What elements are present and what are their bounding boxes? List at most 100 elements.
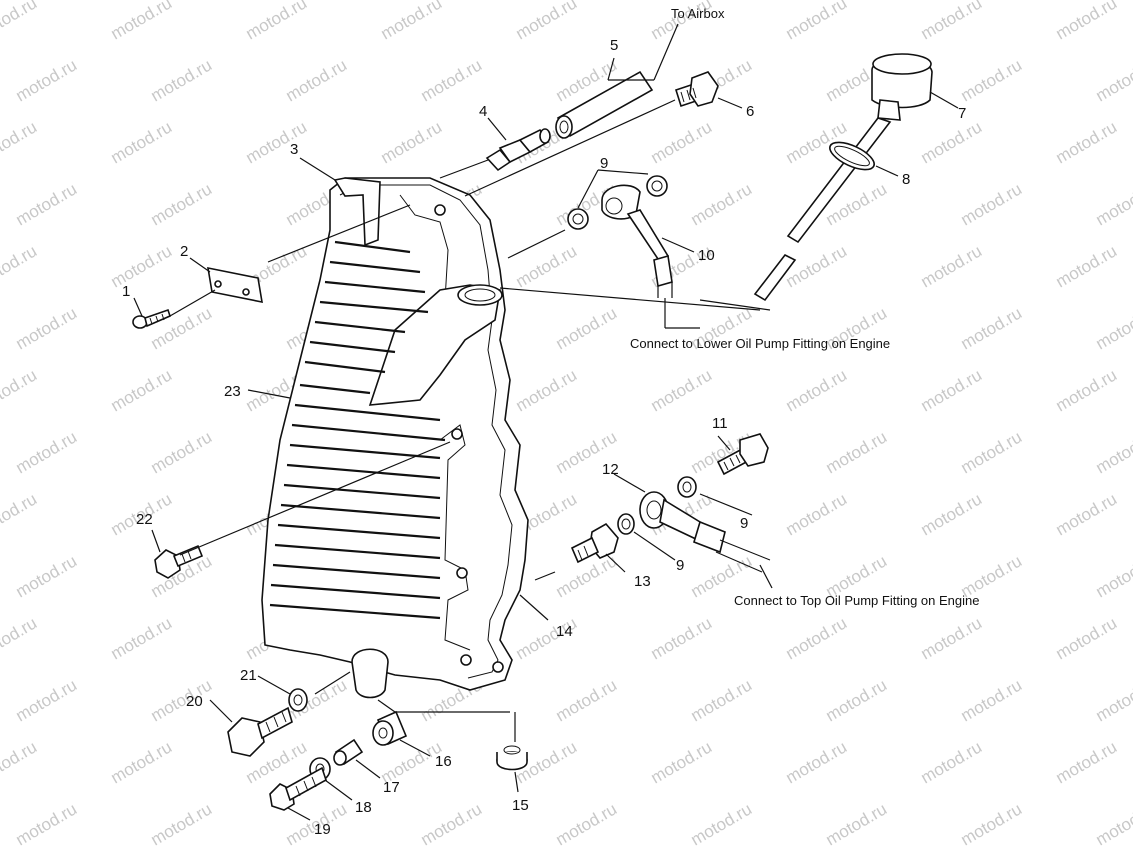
part-label-9-right: 9 [740, 515, 748, 532]
watermark-text: motod.ru [1093, 675, 1133, 725]
watermark-text: motod.ru [148, 55, 216, 105]
watermark-text: motod.ru [513, 0, 581, 43]
washer-part-21 [288, 688, 308, 712]
watermark-text: motod.ru [148, 799, 216, 849]
screw-part-1 [132, 308, 171, 329]
plug-part-16 [372, 710, 408, 746]
bolt-part-20 [227, 706, 293, 757]
watermark-text: motod.ru [918, 613, 986, 663]
watermark-text: motod.ru [1053, 241, 1121, 291]
part-label-3: 3 [290, 141, 298, 158]
watermark-text: motod.ru [13, 675, 81, 725]
part-label-12: 12 [602, 461, 619, 478]
o-ring-part-8 [829, 141, 875, 171]
watermark-text: motod.ru [13, 55, 81, 105]
note-top-oil-pump: Connect to Top Oil Pump Fitting on Engin… [734, 593, 979, 608]
watermark-text: motod.ru [513, 241, 581, 291]
watermark-text: motod.ru [648, 365, 716, 415]
tank-ribs [269, 240, 446, 620]
watermark-text: motod.ru [918, 0, 986, 43]
part-label-14: 14 [556, 623, 573, 640]
watermark-text: motod.ru [148, 675, 216, 725]
watermark-text: motod.ru [1053, 489, 1121, 539]
watermark-text: motod.ru [958, 675, 1026, 725]
watermark-text: motod.ru [958, 427, 1026, 477]
part-label-4: 4 [479, 103, 487, 120]
washer-part-9-upper [567, 175, 668, 230]
watermark-text: motod.ru [648, 737, 716, 787]
watermark-text: motod.ru [688, 799, 756, 849]
watermark-text: motod.ru [243, 117, 311, 167]
watermark-text: motod.ru [918, 489, 986, 539]
watermark-text: motod.ru [513, 365, 581, 415]
watermark-text: motod.ru [0, 117, 40, 167]
watermark-text: motod.ru [148, 179, 216, 229]
part-label-7: 7 [958, 105, 966, 122]
watermark-text: motod.ru [958, 179, 1026, 229]
part-label-18: 18 [355, 799, 372, 816]
dipstick-cap-part-7 [871, 53, 933, 121]
watermark-text: motod.ru [823, 675, 891, 725]
banjo-fitting-part-12 [639, 491, 771, 573]
watermark-text: motod.ru [108, 241, 176, 291]
watermark-text: motod.ru [553, 303, 621, 353]
leader-lines [133, 23, 959, 821]
dipstick-rod [753, 117, 892, 302]
watermark-text: motod.ru [1053, 365, 1121, 415]
watermark-text: motod.ru [918, 241, 986, 291]
watermark-text: motod.ru [13, 179, 81, 229]
bolt-part-11 [716, 433, 769, 476]
vent-fitting-part-4 [485, 128, 551, 172]
watermark-text: motod.ru [1093, 799, 1133, 849]
oil-tank-body [261, 177, 529, 699]
part-label-6: 6 [746, 103, 754, 120]
part-label-11: 11 [712, 415, 728, 432]
watermark-text: motod.ru [648, 613, 716, 663]
part-label-15: 15 [512, 797, 529, 814]
part-label-1: 1 [122, 283, 130, 300]
washer-part-9-right [677, 476, 697, 498]
watermark-text: motod.ru [13, 427, 81, 477]
banjo-bolt-part-13 [570, 522, 619, 564]
watermark-text: motod.ru [418, 55, 486, 105]
part-label-20: 20 [186, 693, 203, 710]
part-label-10: 10 [698, 247, 715, 264]
watermark-text: motod.ru [958, 303, 1026, 353]
note-lower-oil-pump: Connect to Lower Oil Pump Fitting on Eng… [630, 336, 890, 351]
watermark-text: motod.ru [1093, 179, 1133, 229]
watermark-text: motod.ru [13, 799, 81, 849]
watermark-text: motod.ru [688, 179, 756, 229]
watermark-text: motod.ru [688, 675, 756, 725]
watermark-text: motod.ru [418, 799, 486, 849]
watermark-text: motod.ru [1053, 117, 1121, 167]
watermark-text: motod.ru [958, 55, 1026, 105]
watermark-text: motod.ru [958, 799, 1026, 849]
watermark-text: motod.ru [0, 489, 40, 539]
watermark-text: motod.ru [553, 551, 621, 601]
part-label-21: 21 [240, 667, 257, 684]
watermark-text: motod.ru [783, 0, 851, 43]
watermark-text: motod.ru [1093, 427, 1133, 477]
watermark-text: motod.ru [918, 365, 986, 415]
part-label-23: 23 [224, 383, 241, 400]
watermark-text: motod.ru [783, 365, 851, 415]
bolt-part-19 [269, 766, 327, 811]
banjo-fitting-part-10 [601, 184, 673, 298]
connection-notes: To Airbox Connect to Lower Oil Pump Fitt… [630, 6, 979, 608]
watermark-text: motod.ru [918, 117, 986, 167]
watermark-text: motod.ru [648, 117, 716, 167]
watermark-text: motod.ru [553, 799, 621, 849]
part-label-13: 13 [634, 573, 651, 590]
part-label-9-lower: 9 [676, 557, 684, 574]
watermark-text: motod.ru [283, 55, 351, 105]
watermark-text: motod.ru [243, 0, 311, 43]
part-label-8: 8 [902, 171, 910, 188]
watermark-text: motod.ru [783, 613, 851, 663]
watermark-text: motod.ru [108, 613, 176, 663]
watermark-text: motod.ru [918, 737, 986, 787]
watermark-text: motod.ru [0, 0, 40, 43]
bolt-part-6 [675, 71, 719, 108]
watermark-text: motod.ru [1053, 613, 1121, 663]
part-label-5: 5 [610, 37, 618, 54]
